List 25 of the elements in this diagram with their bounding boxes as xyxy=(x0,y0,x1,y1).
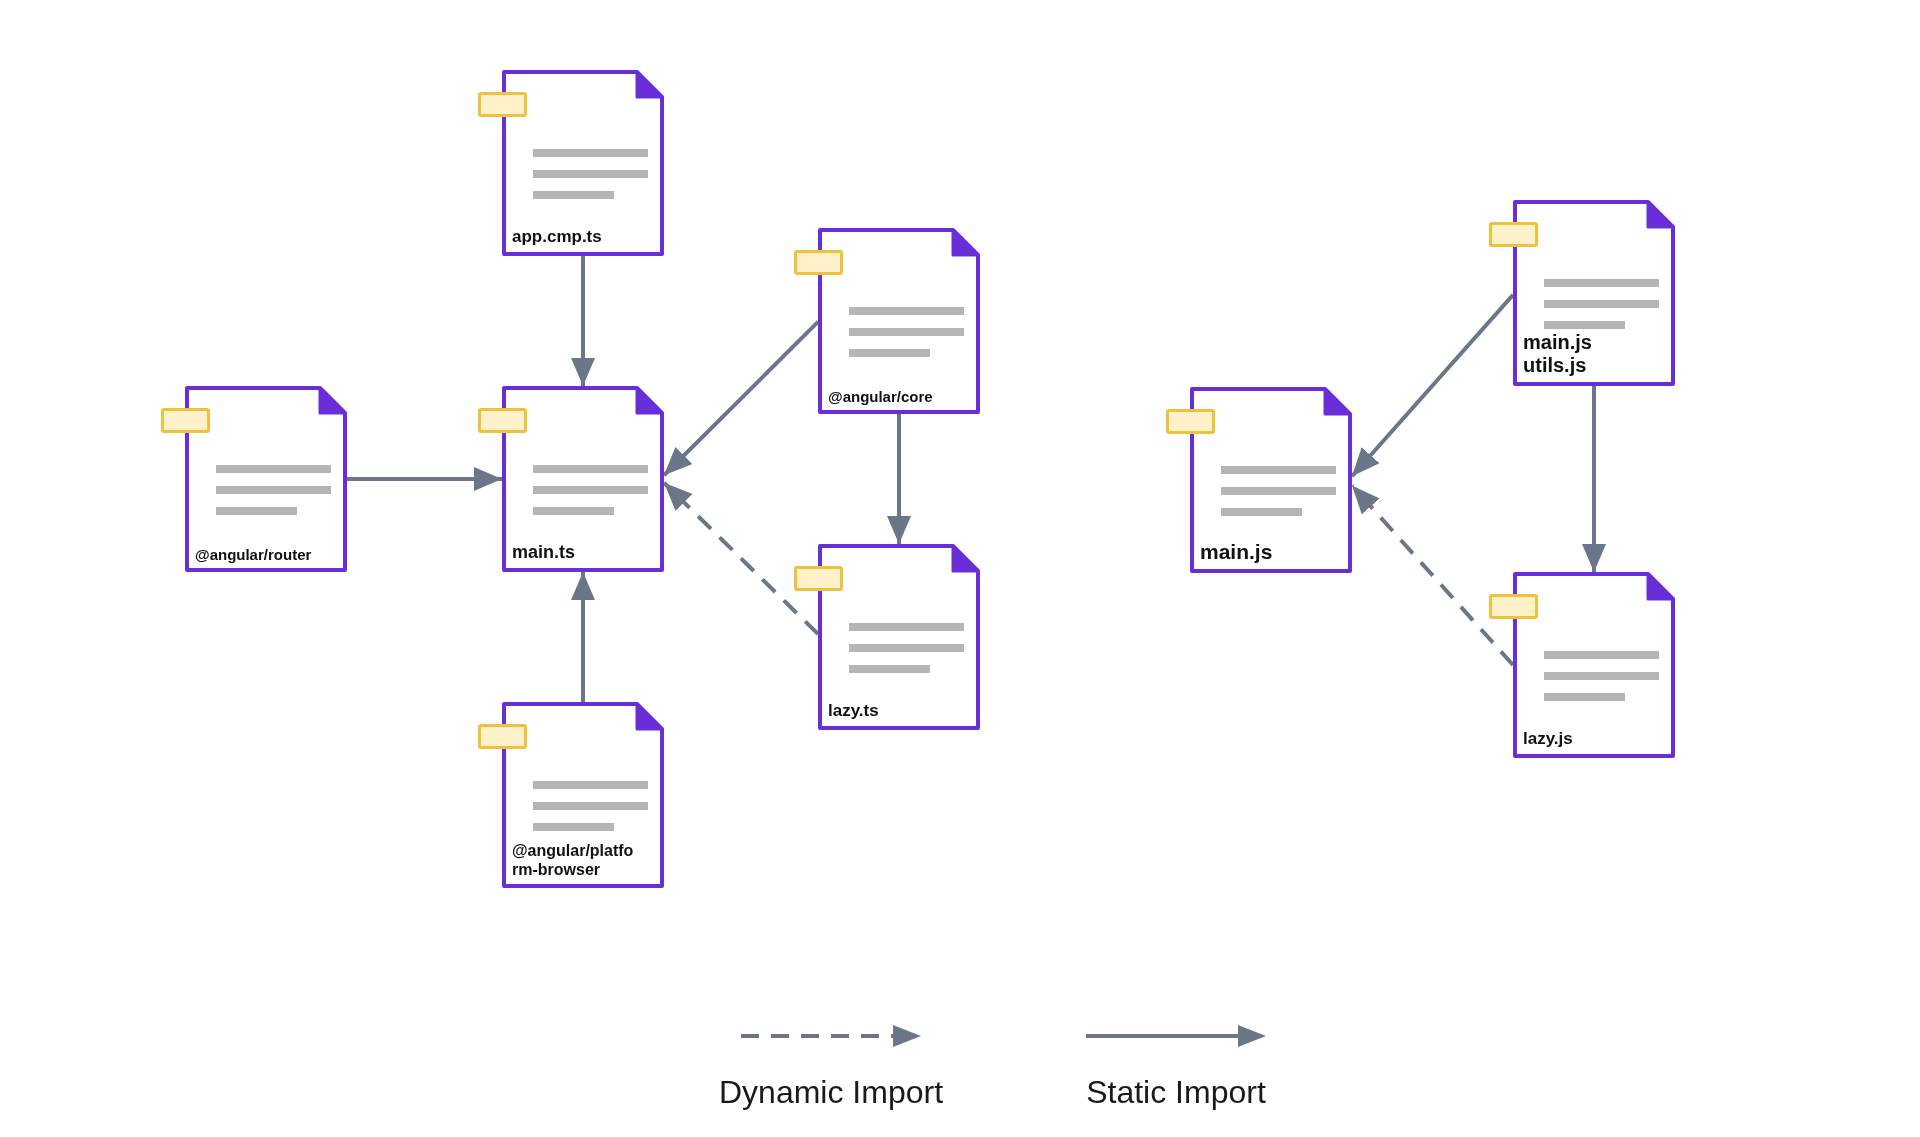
file-document xyxy=(502,702,664,888)
file-document xyxy=(1513,200,1675,386)
file-document xyxy=(818,228,980,414)
file-name: @angular/router xyxy=(195,545,312,563)
arrow xyxy=(571,256,595,386)
file-name: main.ts xyxy=(512,542,576,563)
file-name: main.js utils.js xyxy=(1523,331,1593,377)
file-document xyxy=(185,386,347,572)
file-document xyxy=(502,70,664,256)
file-document xyxy=(1513,572,1675,758)
file-document xyxy=(502,386,664,572)
arrow xyxy=(1582,386,1606,572)
file-document xyxy=(818,544,980,730)
file-name: lazy.ts xyxy=(828,701,879,721)
legend-label: Dynamic Import xyxy=(718,1074,943,1111)
file-document xyxy=(1190,387,1352,573)
legend-label: Static Import xyxy=(1086,1074,1266,1111)
file-name: @angular/core xyxy=(828,387,933,405)
file-name: main.js xyxy=(1200,539,1273,564)
file-name: lazy.js xyxy=(1523,729,1573,749)
file-name: app.cmp.ts xyxy=(512,227,602,247)
file-name: @angular/platform-browser xyxy=(512,842,635,879)
arrow xyxy=(347,467,502,491)
arrow xyxy=(887,414,911,544)
arrow xyxy=(571,572,595,702)
